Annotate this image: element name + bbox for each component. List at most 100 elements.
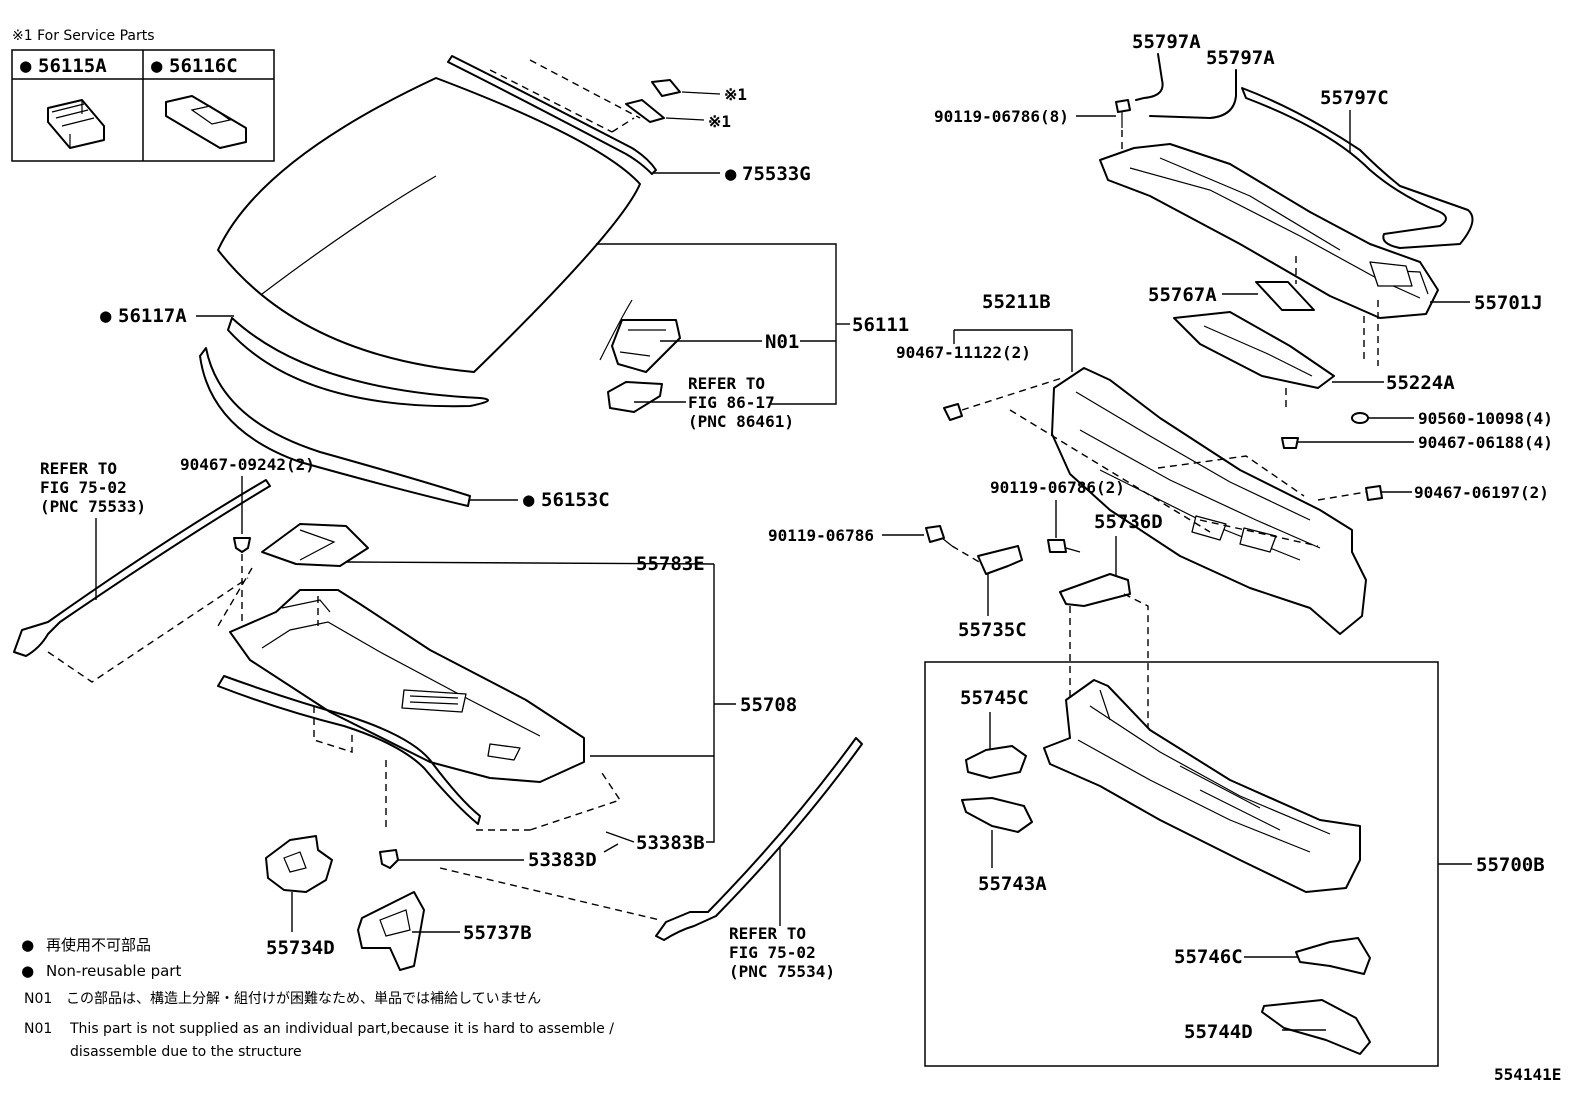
label-55735c: 55735C <box>958 619 1027 641</box>
service-parts-table: ● 56115A ● 56116C <box>11 49 275 162</box>
service-part-56116c-dot: ● <box>151 55 163 77</box>
cowl-panel-55701j <box>1099 143 1439 319</box>
legend-dot-en: ● <box>22 960 34 982</box>
side-trim-75534 <box>655 737 863 941</box>
label-55767a: 55767A <box>1148 284 1217 306</box>
bracket-55744d <box>1261 999 1371 1055</box>
bolt-90119-06786-2 <box>1047 539 1081 553</box>
legend: ● 再使用不可部品 ● Non-reusable part N01 この部品は、… <box>22 934 614 1060</box>
legend-n01-en-line1: This part is not supplied as an individu… <box>69 1021 614 1037</box>
cowl-top-panel-55708 <box>229 589 585 783</box>
cowl-side-55783e <box>261 523 369 567</box>
service-clip-2 <box>625 99 705 123</box>
label-55797a-2: 55797A <box>1206 47 1275 69</box>
legend-n01-en-line2: disassemble due to the structure <box>70 1044 302 1060</box>
lower-weatherstrip <box>199 347 471 507</box>
figure-id: 554141E <box>1494 1065 1561 1084</box>
clip-90467-06197 <box>1365 485 1383 501</box>
bracket-55743a <box>961 797 1033 833</box>
seal-55797c <box>1241 87 1474 249</box>
service-mark-1: ※1 <box>724 85 747 104</box>
service-mark-2: ※1 <box>708 112 731 131</box>
label-56117a: 56117A <box>118 305 187 327</box>
nut-90467-06188 <box>1281 437 1299 449</box>
legend-n01-jp: この部品は、構造上分解・組付けが困難なため、単品では補給していません <box>66 991 541 1007</box>
label-53383d: 53383D <box>528 849 597 871</box>
label-55745c: 55745C <box>960 687 1029 709</box>
legend-n01-tag-en: N01 <box>24 1021 52 1037</box>
refer-75534-line2: FIG 75-02 <box>729 943 816 962</box>
label-55224a: 55224A <box>1386 372 1455 394</box>
clip-56115a-drawing <box>47 99 105 149</box>
label-55708: 55708 <box>740 694 797 716</box>
bracket-55745c <box>965 745 1027 779</box>
service-part-56115a-dot: ● <box>20 55 32 77</box>
label-90560-10098: 90560-10098(4) <box>1418 409 1553 428</box>
label-56117a-dot: ● <box>100 305 112 327</box>
label-90467-09242: 90467-09242(2) <box>180 455 315 474</box>
hose-55797a <box>1135 53 1237 119</box>
clip-90467-09242 <box>233 537 251 553</box>
label-55783e: 55783E <box>636 553 705 575</box>
bolt-90119-06786-8 <box>1115 99 1131 128</box>
clip-53383d <box>379 849 399 869</box>
service-part-56116c-label: 56116C <box>169 55 238 77</box>
bracket-55734d <box>265 835 333 893</box>
refer-75534-line3: (PNC 75534) <box>729 962 835 981</box>
legend-n01-tag-jp: N01 <box>24 991 52 1007</box>
service-parts-note: ※1 For Service Parts <box>12 28 155 44</box>
refer-86-line3: (PNC 86461) <box>688 412 794 431</box>
label-56111: 56111 <box>852 314 909 336</box>
label-53383b: 53383B <box>636 832 705 854</box>
bracket-55737b <box>357 891 425 971</box>
label-90467-11122: 90467-11122(2) <box>896 343 1031 362</box>
bracket-55735c <box>977 545 1023 575</box>
refer-75533-line1: REFER TO <box>40 459 117 478</box>
cover-55224a <box>1173 311 1335 389</box>
leader-55783e <box>345 561 715 565</box>
clip-90467-11122 <box>943 403 963 421</box>
label-56153c: 56153C <box>541 489 610 511</box>
clip-56116c-drawing <box>165 95 247 149</box>
refer-75533-line3: (PNC 75533) <box>40 497 146 516</box>
service-part-56115a-label: 56115A <box>38 55 107 77</box>
label-55746c: 55746C <box>1174 946 1243 968</box>
label-55701j: 55701J <box>1474 292 1543 314</box>
rain-sensor-bracket <box>611 319 681 373</box>
bolt-90119-06786 <box>925 525 953 547</box>
legend-nonreusable-en: Non-reusable part <box>46 962 181 980</box>
label-90119-06786-2: 90119-06786(2) <box>990 478 1125 497</box>
label-55797c: 55797C <box>1320 87 1389 109</box>
label-55734d: 55734D <box>266 937 335 959</box>
refer-75533-line2: FIG 75-02 <box>40 478 127 497</box>
label-55797a-1: 55797A <box>1132 31 1201 53</box>
label-75533g-dot: ● <box>725 163 737 185</box>
label-55736d: 55736D <box>1094 511 1163 533</box>
bracket-55708 <box>706 564 715 843</box>
dash-panel-55211b <box>1051 367 1367 635</box>
legend-dot-jp: ● <box>22 934 34 956</box>
label-55737b: 55737B <box>463 922 532 944</box>
cowl-seal-53383b <box>217 675 481 825</box>
label-90467-06197: 90467-06197(2) <box>1414 483 1549 502</box>
sensor-wire <box>599 299 663 413</box>
label-75533g: 75533G <box>742 163 811 185</box>
service-clip-1 <box>651 79 721 97</box>
label-55744d: 55744D <box>1184 1021 1253 1043</box>
legend-nonreusable-jp: 再使用不可部品 <box>46 936 151 954</box>
refer-75534-line1: REFER TO <box>729 924 806 943</box>
label-n01: N01 <box>765 331 799 353</box>
refer-86-line1: REFER TO <box>688 374 765 393</box>
label-90467-06188: 90467-06188(4) <box>1418 433 1553 452</box>
windshield-glass <box>217 77 641 408</box>
label-90119-06786-8: 90119-06786(8) <box>934 107 1069 126</box>
trim-dash-lines <box>47 577 249 683</box>
upper-moulding-75533g <box>447 55 657 175</box>
refer-86-line2: FIG 86-17 <box>688 393 775 412</box>
insulator-55767a <box>1255 281 1315 311</box>
side-trim-75533 <box>13 479 271 657</box>
bracket-55736d <box>1059 573 1131 607</box>
bracket-55746c <box>1295 937 1371 975</box>
label-90119-06786: 90119-06786 <box>768 526 874 545</box>
